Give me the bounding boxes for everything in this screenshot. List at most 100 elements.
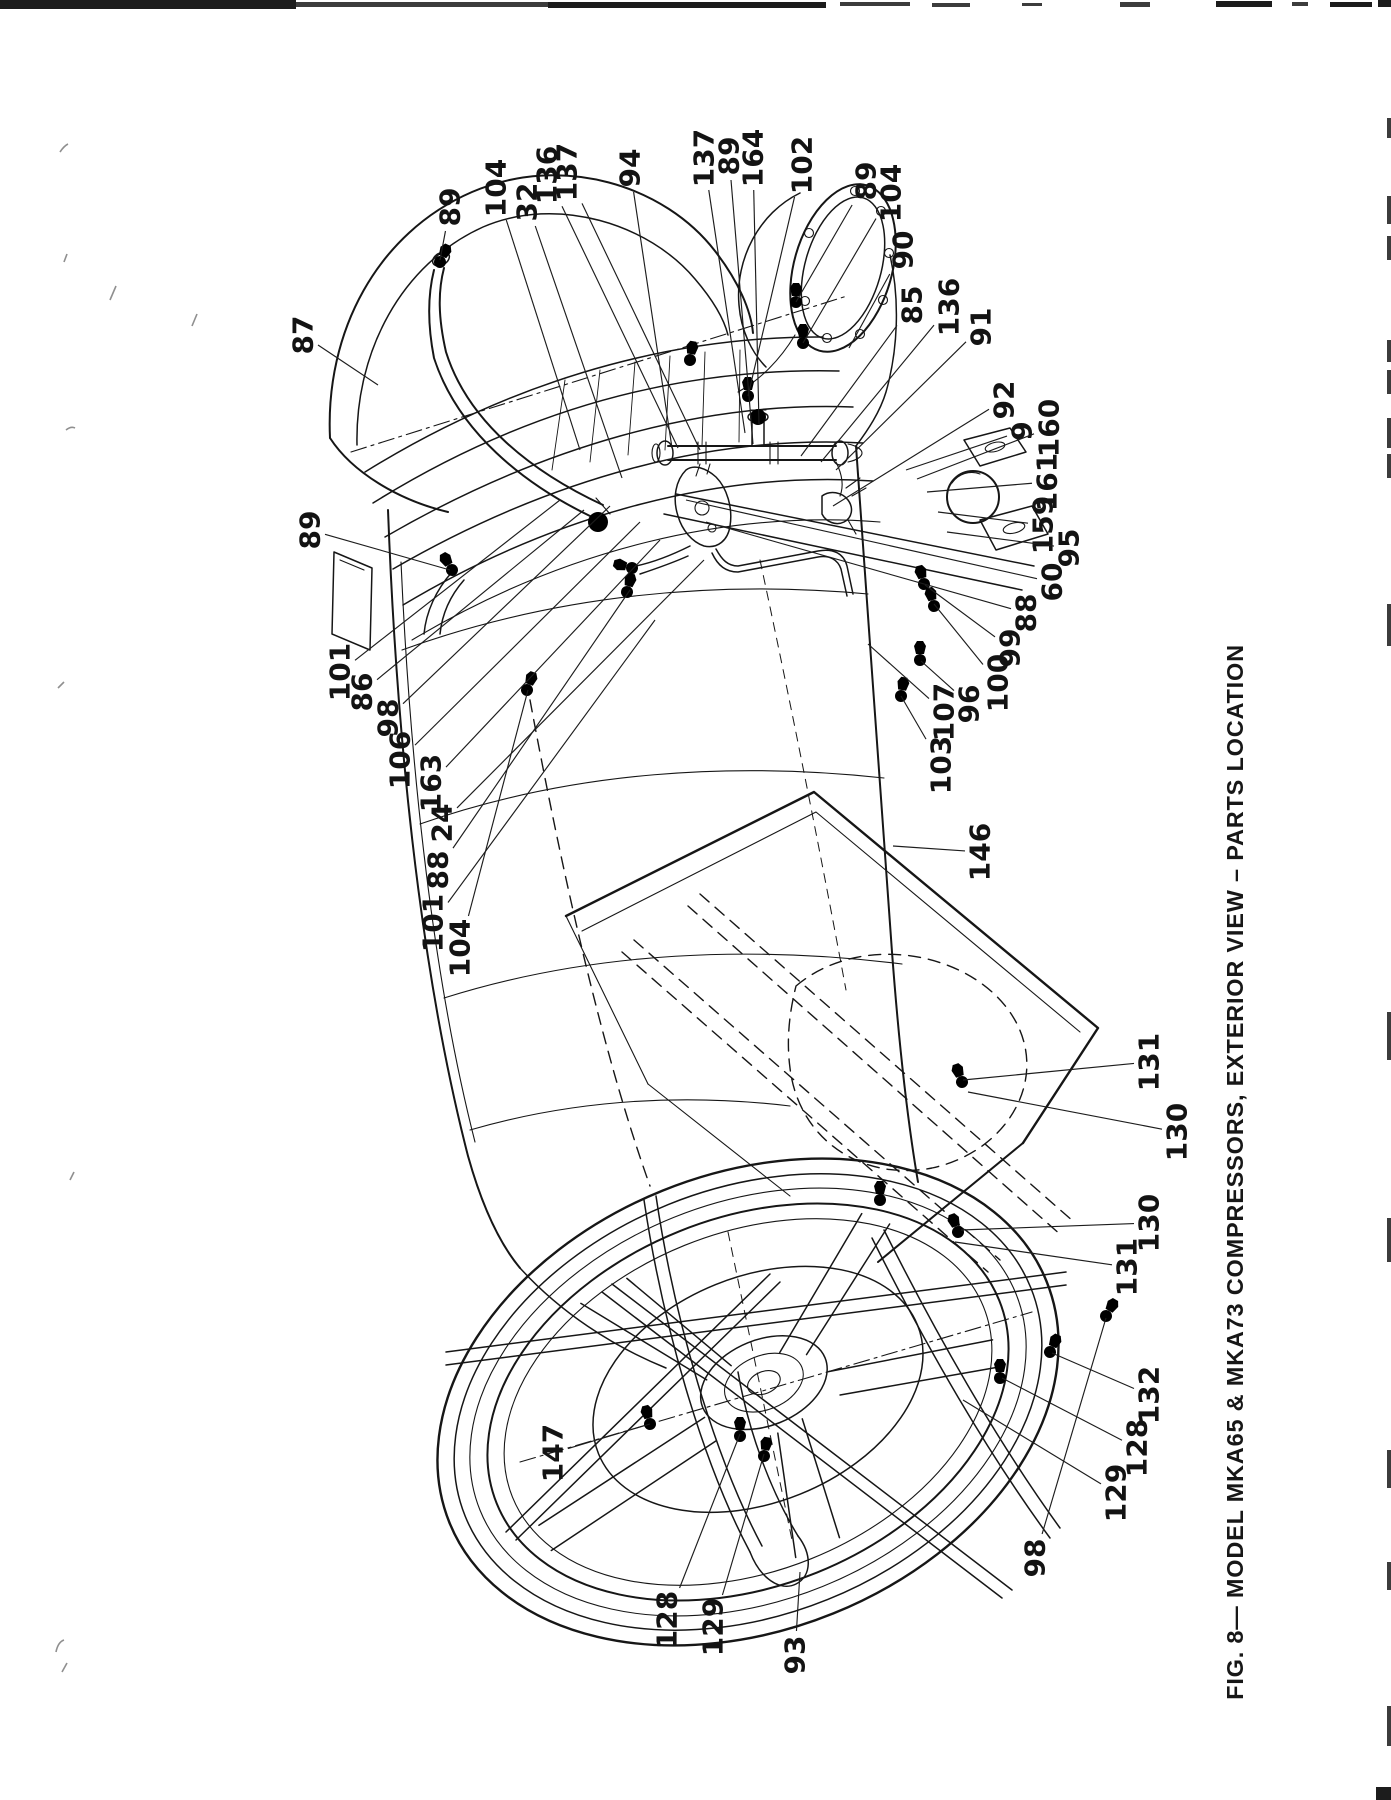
part-callout-101: 101 [417,619,656,952]
part-callout-95: 95 [946,529,1086,568]
leader-line [581,203,701,451]
part-number: 137 [688,129,721,187]
leader-line [402,505,611,705]
part-number: 146 [964,823,997,881]
part-callout-86: 86 [346,509,585,712]
part-callout-106: 106 [384,521,641,789]
part-callout-98: 98 [1019,1317,1107,1578]
part-number: 32 [511,183,544,222]
part-callout-104: 104 [480,159,581,451]
part-number: 104 [444,919,477,977]
part-number: 129 [697,1598,730,1656]
leader-line [960,1222,1135,1231]
part-number: 88 [1010,594,1043,633]
part-callout-128: 128 [651,1433,741,1649]
part-number: 9 [1006,421,1039,440]
leader-line [730,179,754,445]
part-callout-131: 131 [954,1238,1144,1296]
part-number: 88 [422,851,455,890]
part-callout-89: 89 [795,162,883,303]
part-callout-103: 103 [900,695,958,794]
leader-line [567,1423,651,1450]
leader-line [705,521,1012,610]
part-number: 147 [537,1424,570,1482]
leader-line [1041,1317,1107,1535]
leader-line [317,344,379,386]
part-callout-147: 147 [537,1423,651,1482]
leader-line [561,206,679,449]
part-number: 130 [1133,1194,1166,1252]
leader-line [892,845,966,852]
part-callout-160: 160 [916,399,1066,480]
part-callout-129: 129 [697,1453,765,1656]
part-number: 131 [1133,1033,1166,1091]
part-callout-132: 132 [1051,1352,1166,1424]
part-number: 98 [1019,1539,1052,1578]
part-callout-93: 93 [779,1571,812,1674]
part-callout-89: 89 [294,511,451,571]
part-callout-146: 146 [892,823,997,881]
part-number: 60 [1036,563,1069,602]
part-callout-9: 9 [905,421,1039,471]
part-number: 98 [372,699,405,738]
part-callout-99: 99 [924,584,1027,667]
part-callout-137: 137 [551,143,701,451]
leader-line [747,196,796,397]
part-number: 95 [1053,529,1086,568]
leader-line [916,433,1035,480]
part-callout-104: 104 [444,689,529,977]
part-number: 104 [875,164,908,222]
leader-line [905,435,1008,471]
part-callout-136: 136 [820,278,966,463]
part-number: 94 [614,149,647,188]
part-number: 128 [651,1591,684,1649]
part-number: 89 [434,188,467,227]
part-callout-130: 130 [967,1091,1194,1161]
leader-line [685,499,1038,580]
part-number: 107 [928,683,961,741]
part-callout-164: 164 [737,129,770,425]
part-callout-129: 129 [962,1399,1133,1522]
part-callout-87: 87 [287,316,379,386]
part-number: 86 [346,673,379,712]
leader-line [439,230,447,261]
part-callout-60: 60 [685,499,1069,602]
part-callout-98: 98 [372,505,611,738]
part-number: 129 [1100,1464,1133,1522]
part-number: 92 [988,381,1021,420]
part-number: 101 [417,894,450,952]
part-callout-88: 88 [705,521,1043,633]
part-number: 87 [287,316,320,355]
leader-line [445,539,661,768]
leader-line [753,189,760,425]
leader-line [832,408,990,507]
part-number: 136 [933,278,966,336]
part-number: 161 [1031,453,1064,511]
part-callout-88: 88 [422,589,631,890]
figure-caption: FIG. 8— MODEL MKA65 & MKA73 COMPRESSORS,… [1222,644,1248,1700]
part-callout-102: 102 [747,136,819,397]
leader-line [467,689,529,917]
part-callout-131: 131 [962,1033,1166,1091]
part-number: 102 [786,136,819,194]
part-number: 89 [713,137,746,176]
part-callout-92: 92 [832,381,1021,507]
leader-line [633,191,673,449]
part-number: 101 [324,643,357,701]
part-number: 130 [1161,1103,1194,1161]
part-number: 136 [531,146,564,204]
part-callout-32: 32 [511,183,623,479]
part-callout-85: 85 [800,286,929,457]
leader-line [795,204,853,303]
leader-line [924,584,996,638]
leader-line [962,1399,1102,1485]
part-callout-89: 89 [434,188,467,261]
leader-line [835,341,967,471]
part-number: 91 [965,308,998,347]
part-number: 131 [1111,1238,1144,1296]
part-number: 85 [896,286,929,325]
